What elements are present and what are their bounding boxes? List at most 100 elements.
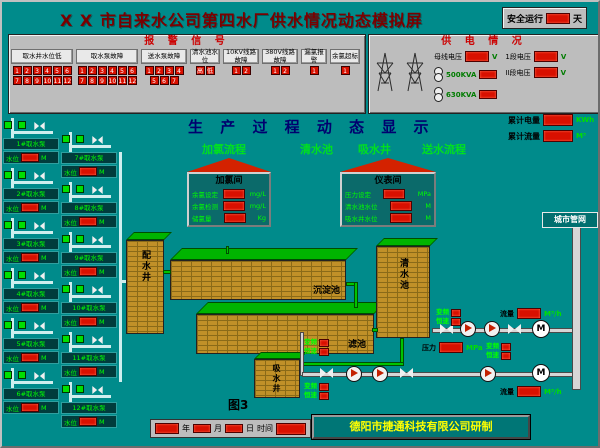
- water-level-display: [21, 153, 39, 162]
- level-unit: M: [41, 353, 47, 362]
- vfd-status-light: [501, 342, 511, 351]
- level-label: 水位: [6, 204, 19, 213]
- fixed-speed-label: 恒速: [304, 391, 317, 399]
- water-level-display: [79, 367, 97, 376]
- intake-pipe-graphic: [3, 318, 59, 338]
- vendor-credit: 德阳市捷通科技有限公司研制: [311, 414, 531, 440]
- alarm-indicator-cell: 高: [195, 66, 205, 75]
- valve-icon[interactable]: [34, 172, 45, 180]
- chlorine-room-row: 余氯设定 mg/L: [192, 189, 266, 199]
- valve-icon[interactable]: [92, 386, 103, 394]
- time-display: [276, 422, 306, 435]
- pump-status-light: [18, 171, 26, 179]
- meter-room-row: 吸水井水位 M: [345, 213, 431, 223]
- flow-label: 流量: [500, 309, 514, 318]
- valve-icon[interactable]: [34, 322, 45, 330]
- alarm-indicator-cell: 7: [12, 76, 22, 85]
- suction-well-label: 吸水井: [358, 143, 391, 156]
- valve-icon[interactable]: [34, 372, 45, 380]
- valve-icon[interactable]: [92, 136, 103, 144]
- pump-status-light: [62, 385, 70, 393]
- delivery-pipe-1: [432, 328, 574, 333]
- pump-status-light: [76, 285, 84, 293]
- level-label: 水位: [64, 268, 77, 277]
- row-label: 吸水井水位: [345, 215, 378, 223]
- intake-pipe-graphic: [61, 332, 117, 352]
- alarm-indicator-cell: 1: [231, 66, 241, 75]
- pump-icon[interactable]: [480, 366, 496, 382]
- pump-status-light: [62, 235, 70, 243]
- valve-icon[interactable]: [508, 324, 521, 334]
- intake-pipe-graphic: [61, 282, 117, 302]
- meter-room-panel: 仪表间 压力设定 MPa 清水池水位 M 吸水井水位 M: [340, 158, 436, 227]
- tank-front: [196, 314, 374, 354]
- pump-status-light: [4, 121, 12, 129]
- tank-label: 滤池: [347, 340, 366, 350]
- intake-unit: 11#取水泵 水位 M: [61, 332, 117, 378]
- valve-icon[interactable]: [34, 272, 45, 280]
- chlorine-room-body: 加氯间 余氯设定 mg/L 余氯检测 mg/L 储氯量 Kg: [187, 172, 271, 227]
- intake-unit: 2#取水泵 水位 M: [3, 168, 59, 214]
- intake-pipe-graphic: [61, 182, 117, 202]
- alarm-cells: 高低: [190, 66, 220, 75]
- fixed-speed-label: 恒速: [436, 317, 449, 325]
- meter-room-body: 仪表间 压力设定 MPa 清水池水位 M 吸水井水位 M: [340, 172, 436, 227]
- tank-top: [170, 248, 358, 260]
- pump-status-light: [18, 271, 26, 279]
- valve-icon[interactable]: [92, 186, 103, 194]
- valve-icon[interactable]: [440, 324, 453, 334]
- alarm-indicator-cell: 2: [87, 66, 97, 75]
- valve-icon[interactable]: [34, 122, 45, 130]
- flow-meter-icon: M: [532, 364, 550, 382]
- clear-pool-label: 清水池: [300, 143, 333, 156]
- pump-mode-station: 变频 恒速: [304, 338, 329, 356]
- pipe-segment: [11, 331, 53, 334]
- safety-unit: 天: [573, 14, 583, 25]
- intake-column-left: 1#取水泵 水位 M 2#取水泵 水位 M: [3, 118, 59, 414]
- valve-icon[interactable]: [92, 286, 103, 294]
- intake-pipe-graphic: [61, 132, 117, 152]
- pump-status-light: [4, 221, 12, 229]
- intake-unit: 3#取水泵 水位 M: [3, 218, 59, 264]
- city-network-label: 城市管网: [542, 212, 598, 228]
- pipe-segment: [69, 345, 111, 348]
- alarm-indicator-cell: 2: [280, 66, 290, 75]
- valve-icon[interactable]: [92, 236, 103, 244]
- row-label: 余氯设定: [192, 191, 218, 199]
- section2-unit: V: [560, 68, 566, 77]
- alarm-indicator-cell: 1: [309, 66, 319, 75]
- pump-icon[interactable]: [484, 321, 500, 337]
- clear-water-tank: 清水池: [376, 238, 438, 338]
- valve-icon[interactable]: [34, 222, 45, 230]
- level-unit: M: [41, 403, 47, 412]
- alarm-indicator-cell: 5: [149, 76, 159, 85]
- power-panel-title: 供 电 情 况: [441, 36, 527, 47]
- intake-unit: 12#取水泵 水位 M: [61, 382, 117, 428]
- row-label: 余氯检测: [192, 203, 218, 211]
- pump-status-light: [76, 335, 84, 343]
- pump-mode-station: 变频 恒速: [436, 308, 461, 326]
- fixed-speed-label: 恒速: [304, 347, 317, 355]
- power-panel: 供 电 情 况 母线电压 V 500KVA: [368, 34, 598, 114]
- transformer-name: 630KVA: [446, 90, 477, 99]
- pump-icon[interactable]: [460, 321, 476, 337]
- valve-icon[interactable]: [320, 368, 333, 378]
- valve-icon[interactable]: [92, 336, 103, 344]
- pipe-segment: [69, 332, 72, 352]
- intake-unit: 10#取水泵 水位 M: [61, 282, 117, 328]
- pump-icon[interactable]: [346, 366, 362, 382]
- pump-status-light: [4, 271, 12, 279]
- alarm-indicator-cell: 8: [22, 76, 32, 85]
- alarm-indicator-cell: 2: [22, 66, 32, 75]
- pump-icon[interactable]: [372, 366, 388, 382]
- alarm-indicator-cell: 12: [127, 76, 137, 85]
- tank-label: 清水池: [398, 258, 408, 291]
- pipe-segment: [119, 280, 129, 283]
- alarm-indicator-cell: 2: [241, 66, 251, 75]
- transformer-icon: [434, 67, 443, 82]
- valve-icon[interactable]: [400, 368, 413, 378]
- tank-top: [126, 232, 172, 240]
